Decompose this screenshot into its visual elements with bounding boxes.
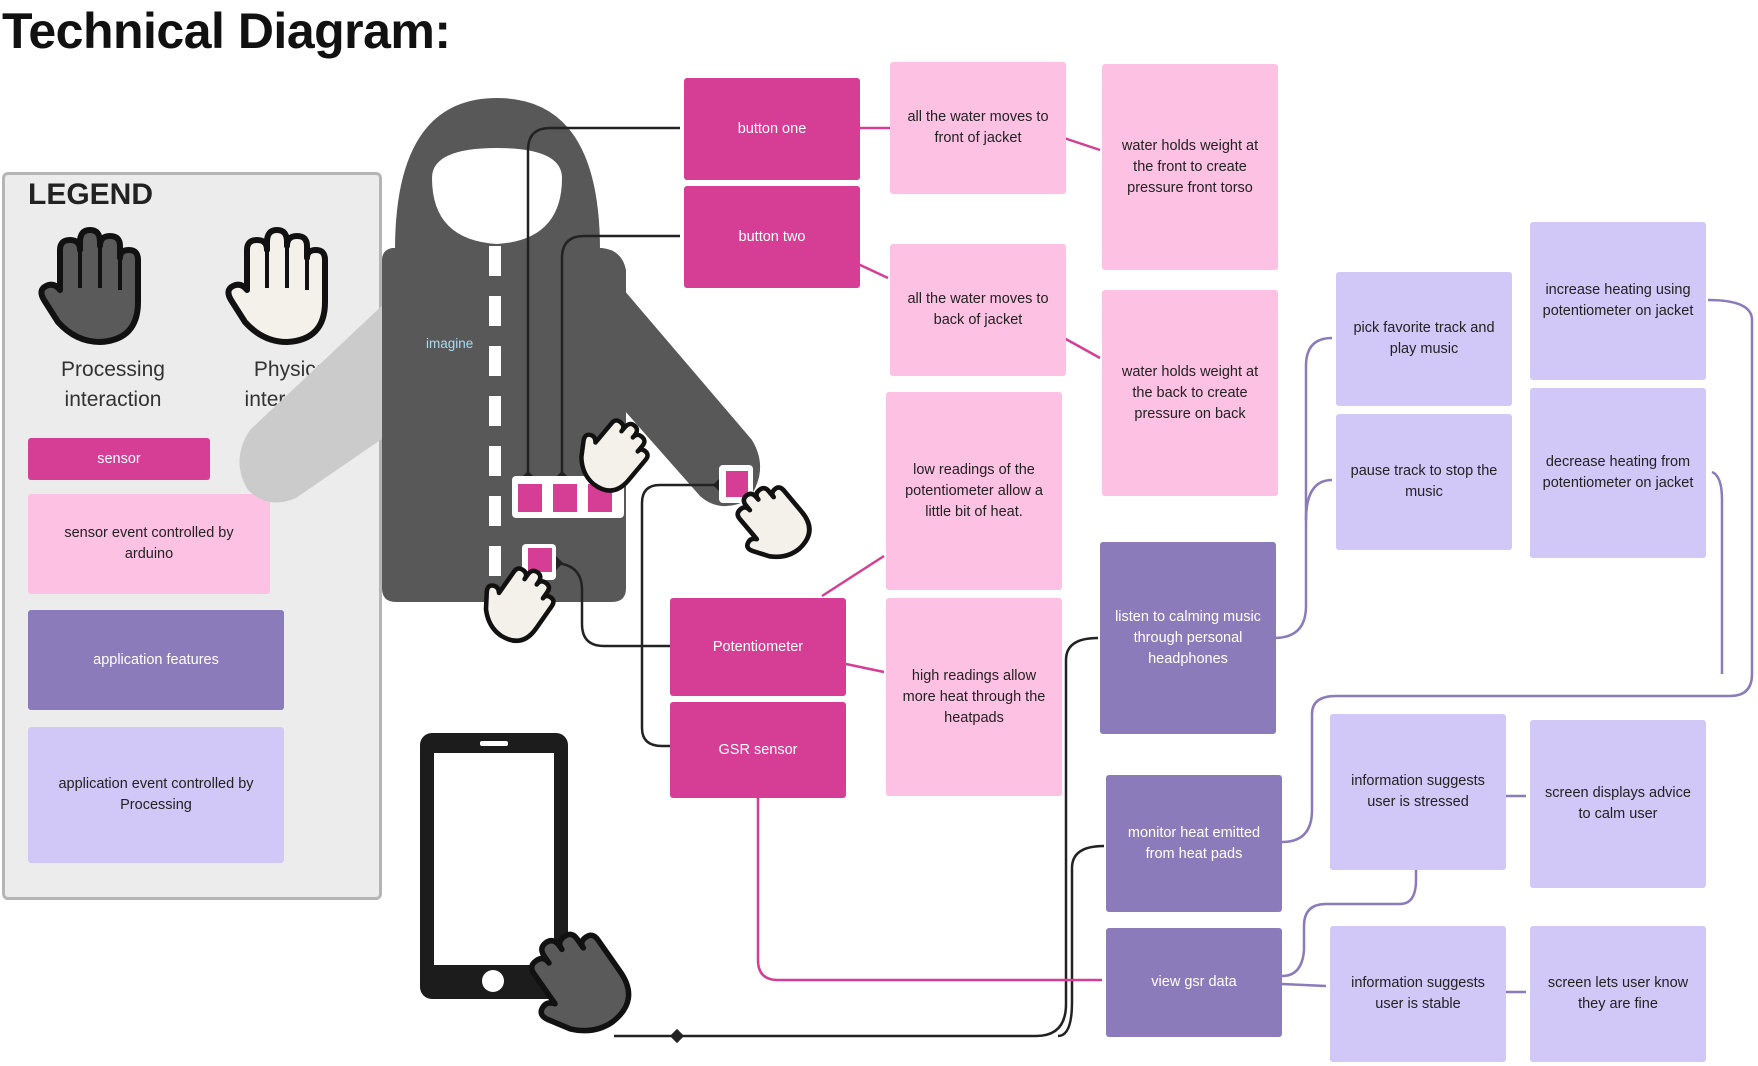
app-event-advice-calm: screen displays advice to calm user — [1530, 720, 1706, 888]
app-event-user-fine: screen lets user know they are fine — [1530, 926, 1706, 1062]
app-event-info-stressed: information suggests user is stressed — [1330, 714, 1506, 870]
event-weight-front: water holds weight at the front to creat… — [1102, 64, 1278, 270]
sensor-button-two: button two — [684, 186, 860, 288]
legend-app-features: application features — [28, 610, 284, 710]
app-event-pick-track: pick favorite track and play music — [1336, 272, 1512, 406]
zipper — [489, 246, 501, 576]
event-high-readings: high readings allow more heat through th… — [886, 598, 1062, 796]
physical-hand-icon — [735, 485, 812, 560]
physical-hand-icon — [483, 566, 556, 644]
sensor-gsr: GSR sensor — [670, 702, 846, 798]
event-water-back: all the water moves to back of jacket — [890, 244, 1066, 376]
app-event-info-stable: information suggests user is stable — [1330, 926, 1506, 1062]
left-sleeve — [239, 300, 395, 503]
app-event-decrease-heat: decrease heating from potentiometer on j… — [1530, 388, 1706, 558]
phone-speaker — [480, 741, 508, 746]
app-event-increase-heat: increase heating using potentiometer on … — [1530, 222, 1706, 380]
feature-listen-music: listen to calming music through personal… — [1100, 542, 1276, 734]
processing-hand-icon — [528, 931, 632, 1034]
event-weight-back: water holds weight at the back to create… — [1102, 290, 1278, 496]
legend-app-event: application event controlled by Processi… — [28, 727, 284, 863]
sensor-potentiometer: Potentiometer — [670, 598, 846, 696]
sensor-button-one: button one — [684, 78, 860, 180]
pocket-sensor — [528, 548, 552, 572]
sensor-square-1 — [518, 484, 542, 512]
app-event-pause-track: pause track to stop the music — [1336, 414, 1512, 550]
hood-opening — [432, 148, 562, 244]
jacket-illustration — [239, 98, 761, 602]
physical-hand-icon — [579, 418, 650, 493]
legend-sensor-event: sensor event controlled by arduino — [28, 494, 270, 594]
page-title: Technical Diagram: — [2, 3, 451, 59]
phone-home-button — [482, 970, 504, 992]
processing-hand-icon — [38, 227, 141, 345]
event-water-front: all the water moves to front of jacket — [890, 62, 1066, 194]
sleeve-sensor — [726, 471, 748, 497]
legend-title: LEGEND — [28, 178, 154, 211]
sensor-square-2 — [553, 484, 577, 512]
feature-monitor-heat: monitor heat emitted from heat pads — [1106, 775, 1282, 912]
legend-sensor: sensor — [28, 438, 210, 480]
phone-screen — [434, 753, 554, 965]
event-low-readings: low readings of the potentiometer allow … — [886, 392, 1062, 590]
jacket-label: imagine — [426, 336, 474, 351]
legend-processing-label: Processing interaction — [61, 358, 165, 411]
feature-view-gsr: view gsr data — [1106, 928, 1282, 1037]
physical-hand-icon — [225, 227, 328, 345]
